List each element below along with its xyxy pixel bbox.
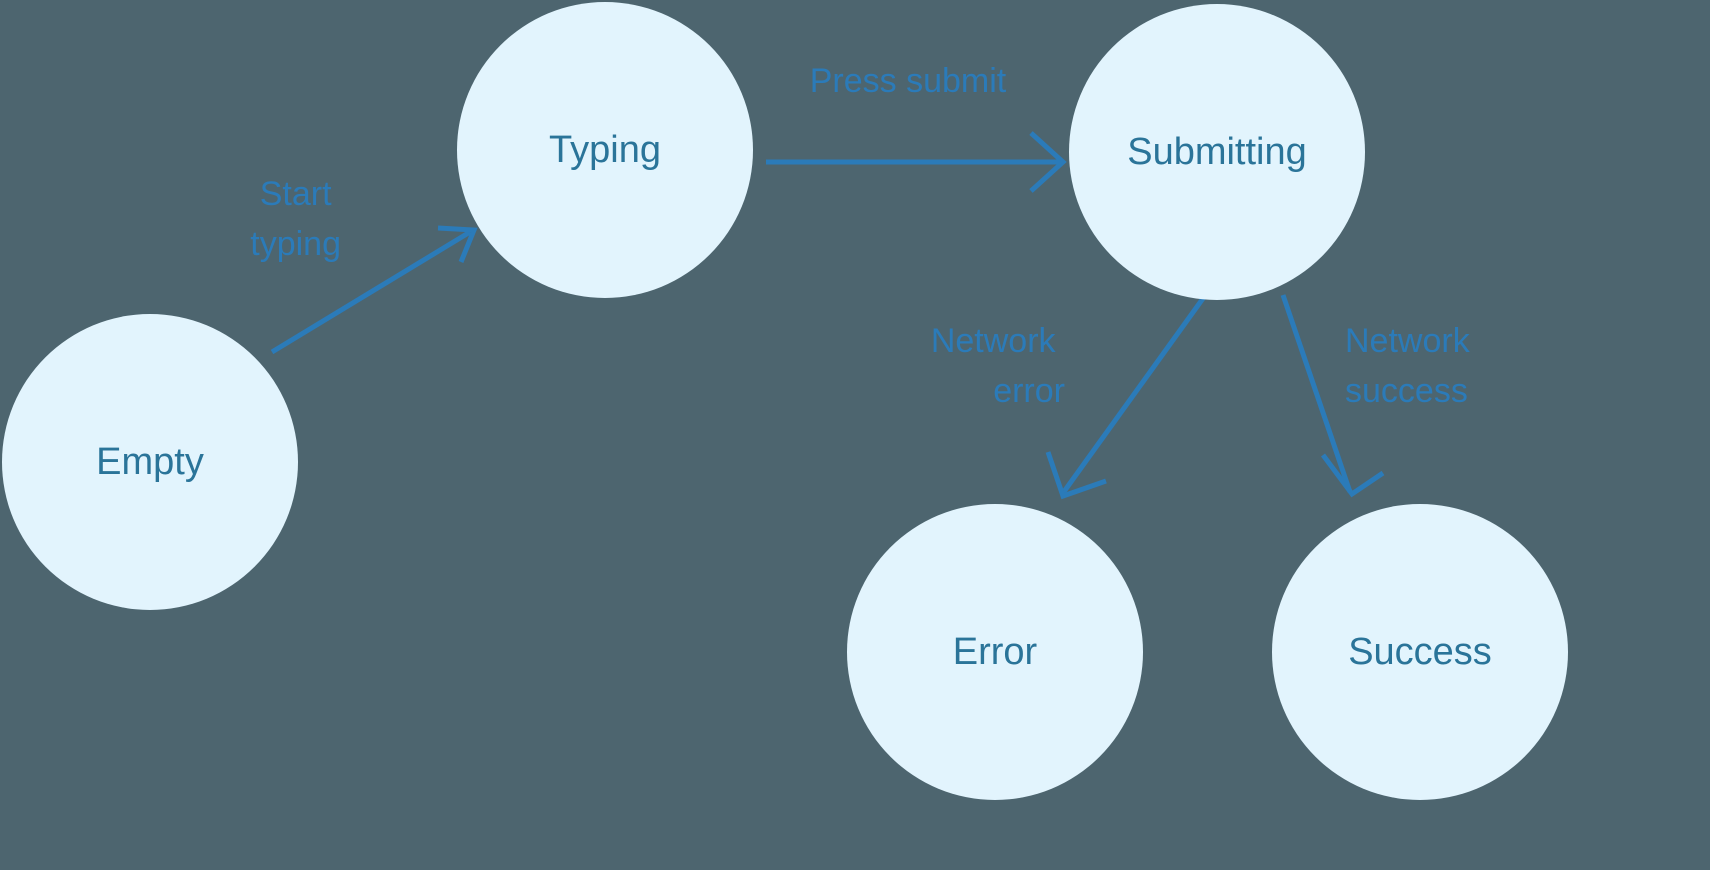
arrowhead-icon — [1045, 451, 1107, 500]
edge-label: Press submit — [810, 62, 1007, 100]
edge-label-line: error — [993, 372, 1065, 410]
state-node-submitting[interactable]: Submitting — [1069, 4, 1365, 300]
node-group: Empty Typing Submitting Error Success — [2, 2, 1568, 800]
state-node-empty[interactable]: Empty — [2, 314, 298, 610]
state-circle — [2, 314, 298, 610]
state-circle — [847, 504, 1143, 800]
arrowhead-icon — [1320, 453, 1385, 498]
edge-label: Start typing — [250, 175, 341, 263]
arrowhead-icon — [1029, 131, 1067, 193]
state-label: Error — [953, 631, 1038, 673]
edge-empty-to-typing[interactable]: Start typing — [250, 175, 478, 355]
edge-label-line: Network — [1345, 322, 1471, 360]
edge-submitting-to-error[interactable]: Network error — [931, 295, 1207, 500]
state-node-error[interactable]: Error — [847, 504, 1143, 800]
edge-submitting-to-success[interactable]: Network success — [1280, 294, 1479, 498]
arrowhead-icon — [437, 225, 478, 263]
state-label: Success — [1348, 631, 1492, 673]
edge-label-line: typing — [250, 225, 341, 263]
edge-label-line: Start — [260, 175, 332, 213]
state-circle — [457, 2, 753, 298]
edge-label-line: success — [1345, 372, 1468, 410]
state-circle — [1272, 504, 1568, 800]
state-label: Typing — [549, 129, 661, 171]
edge-label-line: Press submit — [810, 62, 1007, 100]
state-circle — [1069, 4, 1365, 300]
edge-label: Network error — [931, 322, 1065, 410]
state-label: Empty — [96, 441, 204, 483]
edge-label-line: Network — [931, 322, 1057, 360]
edge-line — [270, 229, 472, 355]
state-label: Submitting — [1127, 131, 1307, 173]
state-node-success[interactable]: Success — [1272, 504, 1568, 800]
state-node-typing[interactable]: Typing — [457, 2, 753, 298]
edge-line — [1280, 294, 1353, 493]
edge-label: Network success — [1345, 322, 1479, 410]
edge-typing-to-submitting[interactable]: Press submit — [766, 62, 1067, 193]
edge-line — [1060, 295, 1207, 495]
edge-group: Start typing Press submit Network error — [250, 62, 1479, 500]
